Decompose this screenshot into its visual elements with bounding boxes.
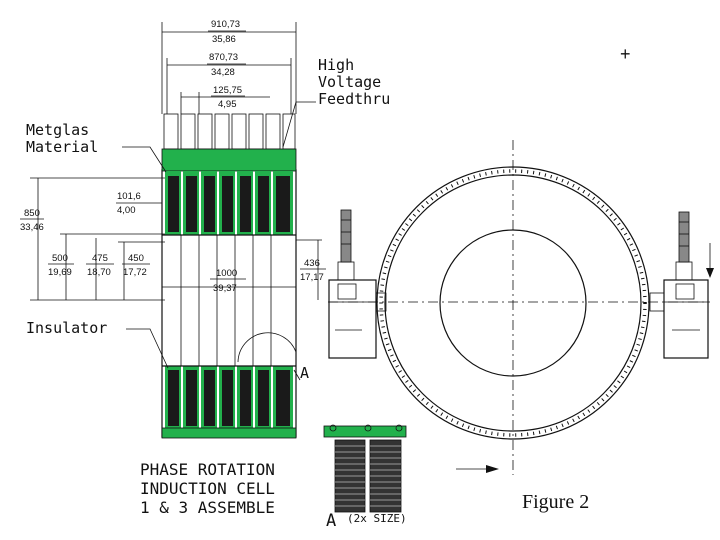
bolt-circle	[379, 169, 647, 437]
callout-labels: High Voltage Feedthru Metglas Material I…	[26, 56, 390, 382]
plus-marker: +	[620, 44, 631, 64]
upper-core-blocks	[165, 171, 293, 235]
upper-flange	[161, 148, 297, 172]
title-line-2: INDUCTION CELL	[140, 479, 275, 498]
label-insulator: Insulator	[26, 319, 107, 337]
dim-475-in: 18,70	[87, 267, 111, 278]
dim-436-mm: 436	[304, 258, 320, 269]
label-material: Material	[26, 138, 98, 156]
dim-overall-in: 35,86	[212, 34, 236, 45]
outer-ring	[376, 166, 650, 440]
dimension-lines	[30, 22, 322, 301]
label-high: High	[318, 56, 354, 74]
lower-flange	[161, 427, 297, 439]
dim-475-mm: 475	[92, 253, 108, 264]
detail-leader	[293, 369, 301, 381]
detail-scale: (2x SIZE)	[347, 512, 407, 525]
top-caps	[163, 113, 296, 150]
detail-top-bar	[323, 425, 407, 438]
title-line-3: 1 & 3 ASSEMBLE	[140, 498, 275, 517]
dimension-texts: 910,73 35,86 870,73 34,28 125,75 4,95 10…	[20, 19, 326, 294]
dim-850-mm: 850	[24, 208, 40, 219]
dim-500-in: 19,69	[48, 267, 72, 278]
outer-ring-inner	[384, 174, 642, 432]
dim-inner-mm: 870,73	[209, 52, 238, 63]
label-detail-mark: A	[300, 364, 309, 382]
right-feedthru-housing	[649, 211, 714, 359]
dim-core-in: 4,00	[117, 205, 136, 216]
dim-pitch-in: 4,95	[218, 99, 237, 110]
dim-bore-mm: 1000	[216, 268, 237, 279]
label-feedthru: Feedthru	[318, 90, 390, 108]
dim-850-in: 33,46	[20, 222, 44, 233]
dim-450-mm: 450	[128, 253, 144, 264]
label-metglas: Metglas	[26, 121, 89, 139]
left-feedthru-housing	[328, 209, 387, 359]
detail-circle-a	[237, 332, 297, 363]
dim-inner-in: 34,28	[211, 67, 235, 78]
dim-500-mm: 500	[52, 253, 68, 264]
title-block: PHASE ROTATION INDUCTION CELL 1 & 3 ASSE…	[140, 460, 275, 517]
detail-a-view: A (2x SIZE)	[323, 424, 407, 531]
end-view: +	[328, 44, 714, 475]
dim-450-in: 17,72	[123, 267, 147, 278]
dim-pitch-mm: 125,75	[213, 85, 242, 96]
section-arrow	[456, 465, 499, 473]
detail-letter: A	[326, 511, 336, 531]
dim-core-mm: 101,6	[117, 191, 141, 202]
dim-bore-in: 39,37	[213, 283, 237, 294]
side-section-view	[161, 113, 301, 439]
lower-core-blocks	[165, 366, 293, 432]
title-line-1: PHASE ROTATION	[140, 460, 275, 479]
dim-436-in: 17,17	[300, 272, 324, 283]
bore-circle	[439, 229, 587, 377]
label-voltage: Voltage	[318, 73, 381, 91]
figure-caption: Figure 2	[522, 491, 589, 513]
cell-dividers	[180, 235, 272, 366]
dim-overall-mm: 910,73	[211, 19, 240, 30]
